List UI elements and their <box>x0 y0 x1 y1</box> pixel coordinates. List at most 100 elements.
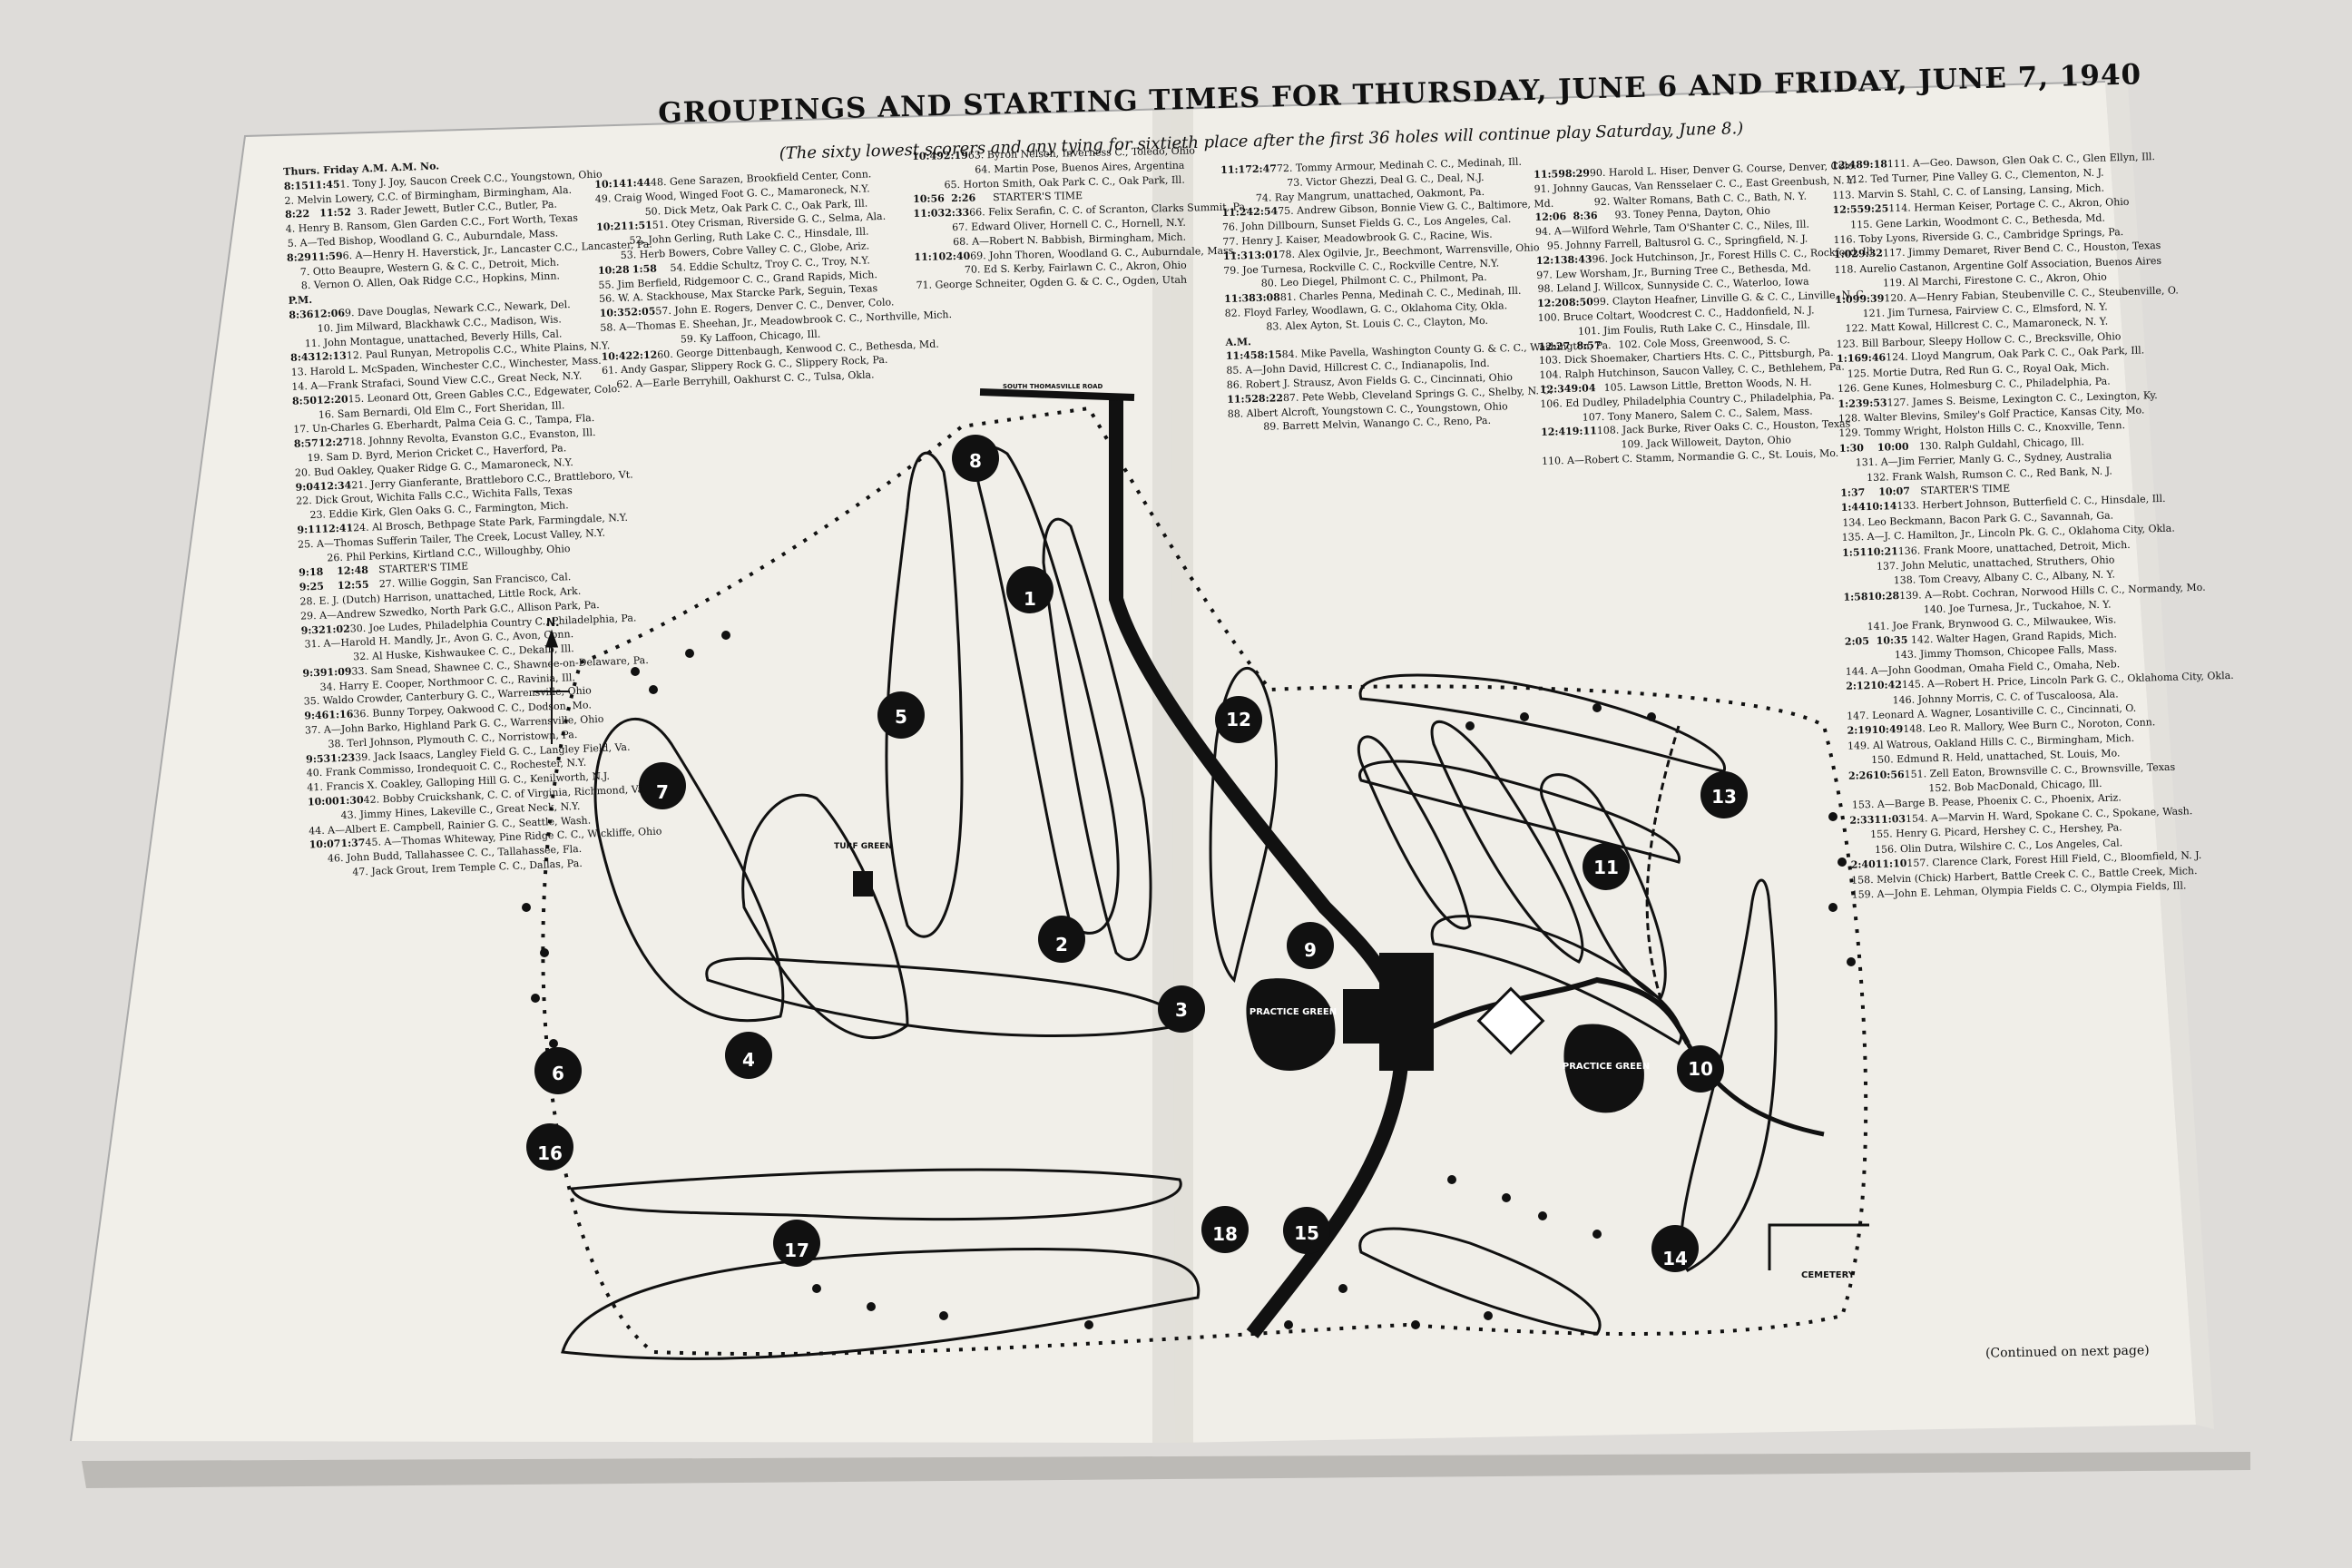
thursday-time <box>596 234 612 249</box>
friday-time: 8:43 <box>1567 253 1592 266</box>
friday-time <box>318 852 328 867</box>
thursday-time: 1:09 <box>1835 292 1860 306</box>
hole-10-label: 10 <box>1688 1058 1713 1080</box>
thursday-time: A.M. <box>1225 335 1252 348</box>
fairway-4 <box>705 956 1181 1037</box>
thursday-time: 10:28 <box>597 263 630 277</box>
friday-time: 10:42 <box>1870 679 1903 692</box>
friday-time: 9:18 <box>1862 158 1888 172</box>
thursday-time: 2:05 <box>1844 635 1870 648</box>
hole-8-label: 8 <box>969 450 982 472</box>
friday-time <box>612 234 630 250</box>
friday-time: 11:52 <box>318 206 352 220</box>
fairway-7 <box>593 718 785 1023</box>
green-4 <box>725 1032 772 1079</box>
thursday-time: P.M. <box>288 294 313 308</box>
friday-time: 10:49 <box>1871 723 1904 737</box>
thursday-time <box>597 249 609 263</box>
friday-time <box>1868 693 1893 709</box>
friday-time: 2:26 <box>951 191 976 205</box>
friday-time <box>323 808 340 824</box>
green-9 <box>1287 922 1334 969</box>
friday-time <box>1244 319 1266 334</box>
thursday-time <box>1538 325 1557 339</box>
hole-9-label: 9 <box>1304 939 1317 961</box>
course-boundary <box>541 406 1868 1357</box>
fairway-9 <box>1357 735 1472 930</box>
thursday-time <box>1220 177 1252 192</box>
fairway-15 <box>1358 1227 1602 1336</box>
hole-4-label: 4 <box>742 1049 755 1071</box>
fairway-13 <box>1358 673 1726 773</box>
friday-time <box>1252 176 1287 191</box>
thursday-time <box>1847 754 1859 769</box>
thursday-time: 2:19 <box>1847 724 1872 738</box>
hole-numbers: 1 2 3 4 5 6 7 8 9 10 11 12 13 14 15 16 1… <box>537 450 1737 1269</box>
fairway-2 <box>1540 773 1667 1000</box>
hole-11-label: 11 <box>1593 857 1619 878</box>
thursday-time: 12:20 <box>1536 297 1570 310</box>
friday-time <box>938 263 965 278</box>
friday-time <box>1579 438 1621 454</box>
thursday-time: 12:41 <box>1540 426 1573 439</box>
thursday-time <box>915 264 939 279</box>
friday-time <box>1557 324 1578 338</box>
friday-time <box>1263 333 1305 348</box>
thursday-time: 1:44 <box>1840 501 1866 514</box>
friday-time <box>927 178 944 192</box>
course-map <box>534 388 1869 1360</box>
friday-time <box>326 651 353 666</box>
friday-time: 10:07 <box>1878 485 1911 498</box>
friday-time: 11:10 <box>1875 858 1907 871</box>
thursday-time <box>912 163 942 178</box>
friday-time: 9:39 <box>1859 292 1885 305</box>
friday-time: 2:33 <box>945 206 970 220</box>
thursday-time <box>1840 471 1853 486</box>
thursday-time: 11:17 <box>1220 163 1253 176</box>
friday-time <box>316 737 328 751</box>
thursday-time: 10:21 <box>595 220 629 234</box>
hole-17-label: 17 <box>784 1240 809 1261</box>
friday-time: 12:34 <box>319 478 352 493</box>
thursday-time: 8:36 <box>289 308 314 321</box>
thursday-time <box>289 322 303 337</box>
thursday-time <box>1844 604 1882 621</box>
friday-time: 9:04 <box>1571 382 1596 395</box>
thursday-time: 1:30 <box>1838 441 1865 455</box>
hole-2-label: 2 <box>1055 934 1068 956</box>
friday-time: 8:50 <box>1568 296 1594 309</box>
friday-time: 3:08 <box>1255 291 1281 305</box>
friday-time: 1:58 <box>632 262 658 276</box>
fairway-6 <box>741 793 909 1040</box>
hole-14-label: 14 <box>1662 1248 1688 1269</box>
hole-6-label: 6 <box>552 1063 564 1084</box>
friday-time: 11:59 <box>310 250 343 263</box>
friday-time <box>302 321 318 336</box>
north-label: N. <box>546 616 560 629</box>
fairway-1 <box>1042 517 1152 961</box>
friday-time: 1:02 <box>325 622 350 636</box>
access-road <box>1414 976 1690 1045</box>
thursday-time: 11:38 <box>1223 292 1257 306</box>
fairway-17-18 <box>561 1248 1200 1360</box>
thursday-time: 12:06 <box>1534 211 1567 224</box>
thursday-time <box>1221 191 1238 206</box>
thursday-time: 8:29 <box>286 250 312 264</box>
thursday-time: 10:49 <box>912 150 944 162</box>
friday-time: 8:36 <box>1573 210 1598 223</box>
thursday-time: 11:45 <box>1225 349 1258 363</box>
thursday-time: 1:16 <box>1836 352 1862 366</box>
thursday-time: 8:15 <box>283 179 309 192</box>
thursday-time <box>298 552 312 566</box>
friday-time <box>1563 195 1594 211</box>
friday-time: 11:45 <box>308 178 340 191</box>
green-8 <box>952 435 999 482</box>
friday-time: 9:11 <box>1572 425 1598 438</box>
thursday-time: 10:14 <box>594 177 627 191</box>
friday-time: 12:48 <box>336 564 369 578</box>
thursday-time: 8:50 <box>291 394 318 407</box>
